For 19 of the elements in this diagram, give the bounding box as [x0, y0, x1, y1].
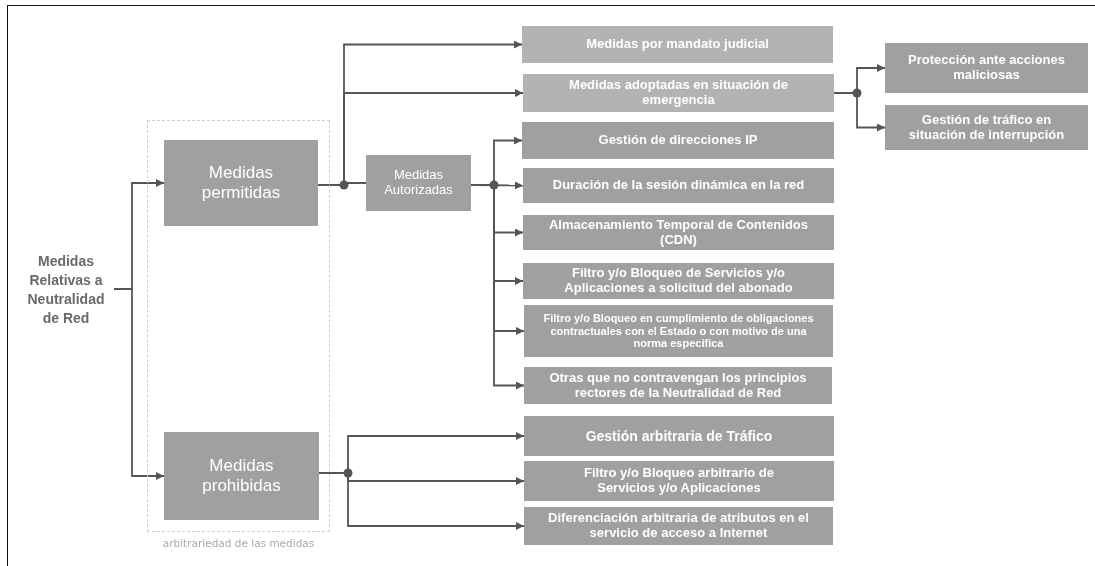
category-box: Diferenciación arbitraria de atributos en el servicio de acceso a Internet — [524, 507, 833, 545]
root-label: Medidas Relativas a Neutralidad de Red — [18, 250, 114, 330]
category-box: Otras que no contravengan los principios rectores de la Neutralidad de Red — [524, 367, 832, 404]
category-box: Gestión arbitraria de Tráfico — [524, 416, 834, 456]
category-box: Almacenamiento Temporal de Contenidos (CDN) — [523, 215, 834, 250]
category-box: Duración de la sesión dinámica en la red — [523, 168, 834, 203]
category-box: Gestión de direcciones IP — [522, 122, 834, 159]
connector-arrow — [113, 288, 165, 480]
category-box: Medidas por mandato judicial — [522, 26, 833, 63]
category-box: Protección ante acciones maliciosas — [885, 43, 1088, 93]
category-box: Medidas Autorizadas — [366, 155, 471, 211]
category-box: Gestión de tráfico en situación de interrupción — [885, 105, 1088, 150]
category-box: Filtro y/o Bloqueo de Servicios y/o Aplicaciones a solicitud del abonado — [523, 263, 834, 299]
category-box: Medidas permitidas — [164, 140, 318, 226]
group-caption: arbitrariedad de las medidas — [161, 537, 316, 549]
category-box: Filtro y/o Bloqueo en cumplimiento de obligaciones contractuales con el Estado o con motivo de una norma especifica — [524, 305, 833, 357]
category-box: Medidas adoptadas en situación de emergencia — [523, 74, 834, 112]
category-box: Filtro y/o Bloqueo arbitrario de Servicios y/o Aplicaciones — [524, 461, 834, 501]
category-box: Medidas prohibidas — [164, 432, 319, 520]
